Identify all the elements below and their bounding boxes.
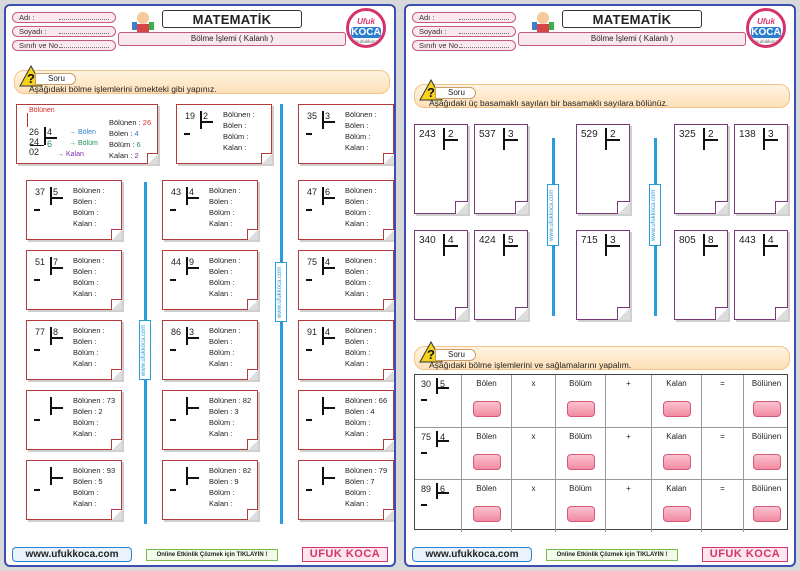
answer-input[interactable] [752,506,781,522]
side-url: www.ufukkoca.com [547,184,559,246]
answer-cell: Bölüm [555,375,605,427]
answer-input[interactable] [472,454,501,470]
footer-url[interactable]: www.ufukkoca.com [412,547,532,562]
name-field[interactable]: Adı : [12,12,116,23]
footer: www.ufukkoca.com Online Etkinlik Çözmek … [406,545,794,565]
table-row: 75 4 Bölen x Bölüm + Kalan = Bölünen [415,427,789,480]
question-text: Aşağıdaki bölme işlemlerini örnekteki gi… [29,84,217,94]
question-bar: ? Soru Aşağıdaki üç basamaklı sayıları b… [414,79,790,108]
answer-input[interactable] [662,454,691,470]
page-subtitle: Bölme İşlemi ( Kalanlı ) [518,32,746,46]
name-field[interactable]: Adı : [412,12,516,23]
answer-input[interactable] [752,401,781,417]
class-field[interactable]: Sınıfı ve No : [12,40,116,51]
answer-cell: Bölüm [555,428,605,480]
right-page: Adı : Soyadı : Sınıfı ve No : MATEMATİK … [404,4,796,567]
answer-cell: Bölünen [743,428,789,480]
question-text: Aşağıdaki üç basamaklı sayıları bir basa… [429,98,669,108]
answer-cell: Bölen [461,375,511,427]
division-card[interactable]: 443 4 [734,230,788,320]
division-card[interactable]: 243 2 [414,124,468,214]
answer-input[interactable] [472,401,501,417]
answer-input[interactable] [662,401,691,417]
answer-cell: Bölüm [555,480,605,532]
division-card[interactable]: 325 2 [674,124,728,214]
svg-text:?: ? [27,71,35,86]
surname-field[interactable]: Soyadı : [12,26,116,37]
side-url: www.ufukkoca.com [649,184,661,246]
answer-cell: Bölünen [743,375,789,427]
answer-cell: Kalan [651,375,701,427]
answer-cell: Kalan [651,428,701,480]
svg-text:?: ? [427,85,435,100]
answer-input[interactable] [662,506,691,522]
footer: www.ufukkoca.com Online Etkinlik Çözmek … [6,545,394,565]
page-title: MATEMATİK [162,10,302,28]
left-page: Adı : Soyadı : Sınıfı ve No : MATEMATİK … [4,4,396,567]
check-grid: 30 5 Bölen x Bölüm + Kalan = Bölünen 75 … [414,374,789,532]
footer-brand: UFUK KOCA [302,547,388,562]
division-card[interactable]: 424 5 [474,230,528,320]
answer-input[interactable] [566,401,595,417]
side-url: www.ufukkoca.com [275,262,287,322]
division-card[interactable]: 138 3 [734,124,788,214]
answer-input[interactable] [566,506,595,522]
side-url: www.ufukkoca.com [139,320,151,380]
header: Adı : Soyadı : Sınıfı ve No : MATEMATİK … [6,6,394,58]
division-card[interactable]: 537 3 [474,124,528,214]
answer-input[interactable] [566,454,595,470]
answer-cell: Bölen [461,480,511,532]
class-field[interactable]: Sınıfı ve No : [412,40,516,51]
footer-brand: UFUK KOCA [702,547,788,562]
surname-field[interactable]: Soyadı : [412,26,516,37]
svg-text:?: ? [427,347,435,362]
table-row: 30 5 Bölen x Bölüm + Kalan = Bölünen [415,375,787,427]
online-activity-link[interactable]: Online Etkinlik Çözmek için TIKLAYIN ! [146,549,278,561]
page-subtitle: Bölme İşlemi ( Kalanlı ) [118,32,346,46]
answer-input[interactable] [472,506,501,522]
answer-input[interactable] [752,454,781,470]
question-label: Soru [35,73,76,85]
question-text: Aşağıdaki bölme işlemlerini ve sağlamala… [429,360,632,370]
division-card[interactable]: 529 2 [576,124,630,214]
table-row: 89 6 Bölen x Bölüm + Kalan = Bölünen [415,479,789,532]
page-title: MATEMATİK [562,10,702,28]
online-activity-link[interactable]: Online Etkinlik Çözmek için TIKLAYIN ! [546,549,678,561]
question-label: Soru [435,87,476,99]
answer-cell: Kalan [651,480,701,532]
division-card[interactable]: 715 3 [576,230,630,320]
question-bar: ? Soru Aşağıdaki bölme işlemlerini örnek… [14,65,390,94]
question-label: Soru [435,349,476,361]
answer-cell: Bölünen [743,480,789,532]
footer-url[interactable]: www.ufukkoca.com [12,547,132,562]
answer-cell: Bölen [461,428,511,480]
division-card[interactable]: 805 8 [674,230,728,320]
question-bar: ? Soru Aşağıdaki bölme işlemlerini ve sa… [414,341,790,370]
header: Adı : Soyadı : Sınıfı ve No : MATEMATİK … [406,6,794,58]
division-card[interactable]: 340 4 [414,230,468,320]
